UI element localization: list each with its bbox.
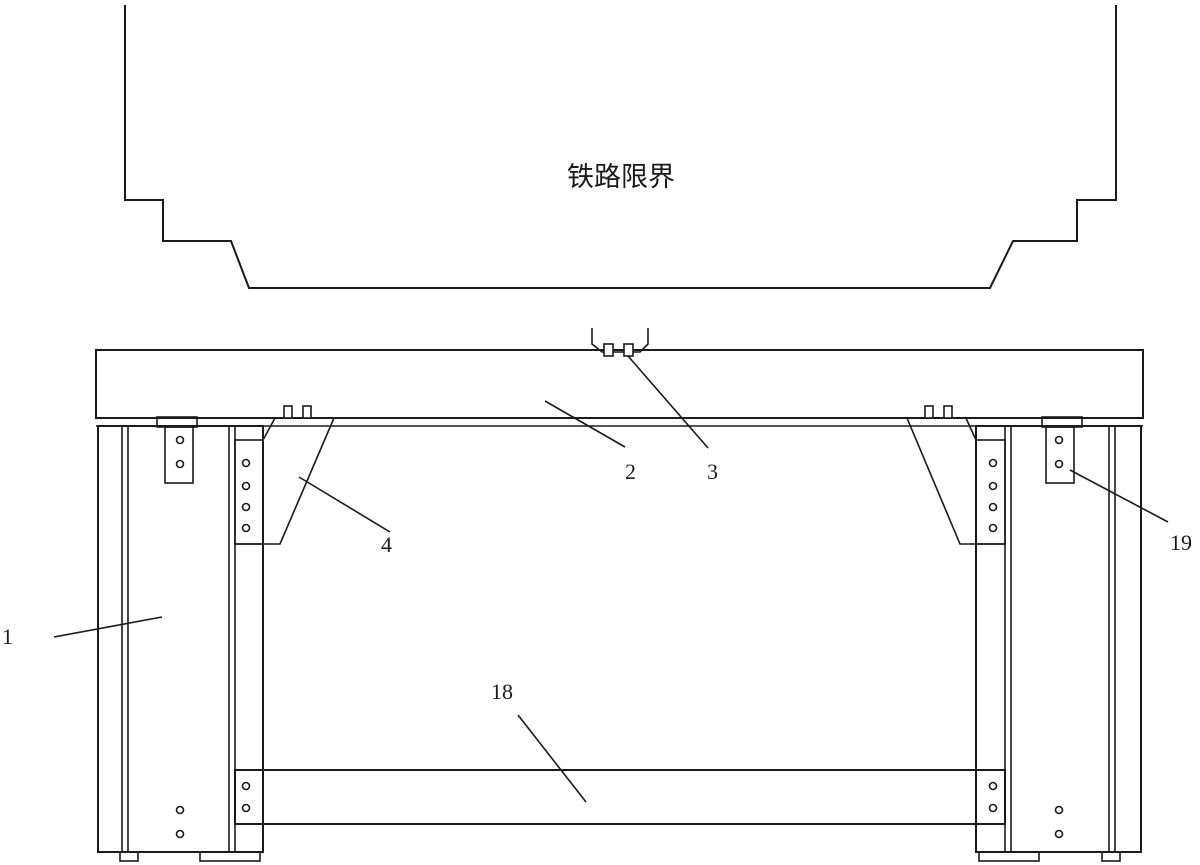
label-part-4: 4 xyxy=(381,532,392,557)
right-hanger-plate xyxy=(1041,416,1083,484)
leader-lines xyxy=(53,355,1169,803)
label-part-3: 3 xyxy=(707,459,718,484)
right-knee-brace xyxy=(905,405,1006,545)
label-part-2: 2 xyxy=(625,459,636,484)
railway-clearance-label: 铁路限界 xyxy=(567,162,675,193)
left-column xyxy=(97,425,264,862)
top-beam xyxy=(95,349,1144,419)
label-part-19: 19 xyxy=(1170,530,1192,555)
railway-clearance-outline xyxy=(124,5,1117,289)
left-base-bolts xyxy=(175,805,185,839)
left-knee-brace xyxy=(234,405,336,545)
right-column xyxy=(975,425,1142,862)
bottom-tie-beam xyxy=(234,769,1006,825)
label-part-1: 1 xyxy=(2,624,13,649)
right-base-bolts xyxy=(1054,805,1064,839)
left-hanger-plate xyxy=(156,416,198,484)
label-part-18: 18 xyxy=(491,679,513,704)
top-bracket xyxy=(591,328,649,357)
